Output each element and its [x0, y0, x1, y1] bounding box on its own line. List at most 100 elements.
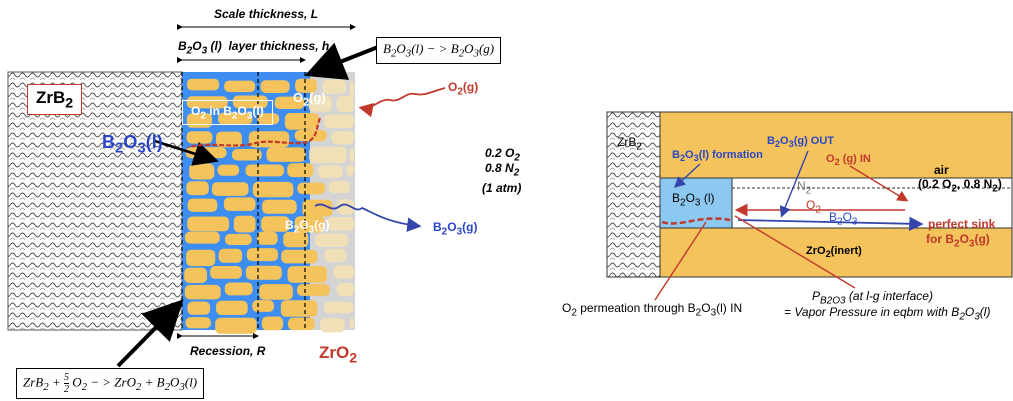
oxide-grain [294, 130, 327, 142]
o2-diffusion-path [187, 117, 322, 149]
oxide-grain [308, 96, 333, 112]
b2o3-out-pointer [779, 150, 809, 218]
oxide-grain [349, 80, 354, 98]
oxide-grain [259, 284, 293, 300]
oxide-grain [184, 267, 207, 283]
oxide-grain [281, 249, 318, 264]
oxide-grain [266, 147, 306, 162]
oxide-grain [287, 163, 314, 178]
reaction-bottom-pointer [116, 299, 184, 368]
oxide-grain [317, 165, 343, 179]
oxide-grain [186, 131, 213, 144]
oxide-grain [232, 95, 268, 109]
o2-in-pointer [849, 165, 909, 202]
b2o3-formation-label: B2O3(l) formation [672, 149, 763, 164]
oxide-grains [184, 78, 354, 334]
oxide-grain [297, 284, 330, 296]
oxide-grain [232, 149, 262, 161]
oxide-grain [217, 164, 240, 176]
permeation-dashes [661, 217, 731, 225]
oxide-grain [323, 301, 354, 314]
oxide-grain [210, 266, 242, 279]
perfect-sink-label-1: perfect sink [928, 217, 996, 231]
b2o3-gas-out-label: B2O3(g) [433, 220, 478, 238]
pressure-pointer [734, 215, 856, 289]
oxide-grain [322, 79, 347, 94]
n2-label: N2 [797, 179, 812, 197]
zro2-inert-label: ZrO2(inert) [806, 245, 862, 260]
oxide-grain [211, 182, 249, 196]
oxide-grain [274, 96, 305, 109]
perfect-sink-label-2: for B2O3(g) [926, 232, 990, 250]
oxide-grain [262, 199, 297, 214]
air-composition-label: (0.2 O2, 0.8 N2) [918, 177, 1002, 195]
oxide-grain [324, 248, 347, 263]
b2o3-gas-path [314, 203, 422, 232]
oxide-grain [333, 265, 354, 279]
oxide-grain [336, 95, 354, 113]
oxide-grain [233, 215, 256, 233]
oxide-grain [349, 317, 354, 329]
oxide-grain [349, 148, 354, 164]
o2-gas-outside-label: O2(g) [448, 80, 479, 98]
right-b2o3-liquid-label: B2O3 (l) [672, 191, 715, 209]
oxide-grain [245, 164, 285, 177]
oxide-grain [218, 248, 243, 263]
vapor-pressure-label: = Vapor Pressure in eqbm with B2O3(l) [784, 305, 991, 323]
oxide-grain [257, 113, 280, 125]
oxide-grain [287, 266, 327, 283]
recession-label: Recession, R [190, 344, 266, 358]
oxide-grain [327, 217, 354, 231]
oxide-grain [184, 231, 220, 244]
oxide-grain [288, 317, 315, 331]
b2o3-label: B2O3 [829, 210, 858, 228]
oxide-grain [187, 216, 230, 232]
b2o3-gas-out-right-label: B2O3(g) OUT [767, 135, 835, 150]
oxide-grain [216, 300, 248, 315]
o2-permeation-label: O2 permeation through B2O3(l) IN [562, 301, 743, 319]
oxide-grain [337, 199, 354, 215]
oxide-grain [302, 199, 333, 217]
oxide-grain [218, 112, 253, 125]
oxide-grain [256, 231, 278, 245]
oxide-grain [320, 318, 345, 333]
oxide-grain [252, 300, 275, 312]
oxide-grain [336, 283, 354, 296]
oxide-grain [284, 113, 320, 130]
air-label: air [934, 163, 949, 177]
b2o3-liquid-label: B2O3(l) [102, 132, 163, 157]
oxide-grain [252, 181, 294, 198]
zrb2-label: ZrB2 [27, 84, 83, 116]
o2-label: O2 [806, 198, 821, 216]
oxide-grain [216, 131, 242, 148]
scale-thickness-label: Scale thickness, L [214, 7, 319, 21]
oxide-grain [331, 131, 354, 145]
oxide-grain [223, 197, 256, 211]
oxide-grain [215, 317, 257, 334]
reaction-top-box: B2O3(l) − > B2O3(g) [376, 37, 502, 64]
b2o3-liquid-pointer [154, 139, 219, 166]
atm-pressure-label: (1 atm) [482, 181, 522, 195]
oxide-grain [224, 80, 256, 93]
oxide-grain [185, 317, 211, 329]
b2o3-gas-inner-label: B2O3(g) [285, 218, 330, 236]
zro2-label: ZrO2 [319, 343, 358, 367]
oxide-grain [246, 248, 278, 262]
oxide-grain [295, 78, 317, 93]
oxide-grain [224, 233, 252, 245]
oxide-grain [297, 182, 326, 195]
oxide-grain [189, 163, 215, 180]
layer-thickness-label: B2O3 (l) layer thickness, h [178, 39, 330, 57]
o2-gas-in-label: O2 (g) IN [826, 153, 871, 168]
permeation-pointer [654, 221, 707, 301]
oxide-grain [315, 233, 349, 247]
right-zrb2-label: ZrB2 [617, 135, 642, 153]
oxide-grain [184, 284, 221, 300]
oxide-grain [294, 216, 325, 233]
o2-in-b2o3-box: O2 in B2O3(l) [182, 100, 273, 126]
pressure-label: PB2O3 (at l-g interface) [812, 289, 933, 307]
b2o3-arrow [737, 216, 924, 231]
atm-n2-label: 0.8 N2 [485, 161, 520, 179]
